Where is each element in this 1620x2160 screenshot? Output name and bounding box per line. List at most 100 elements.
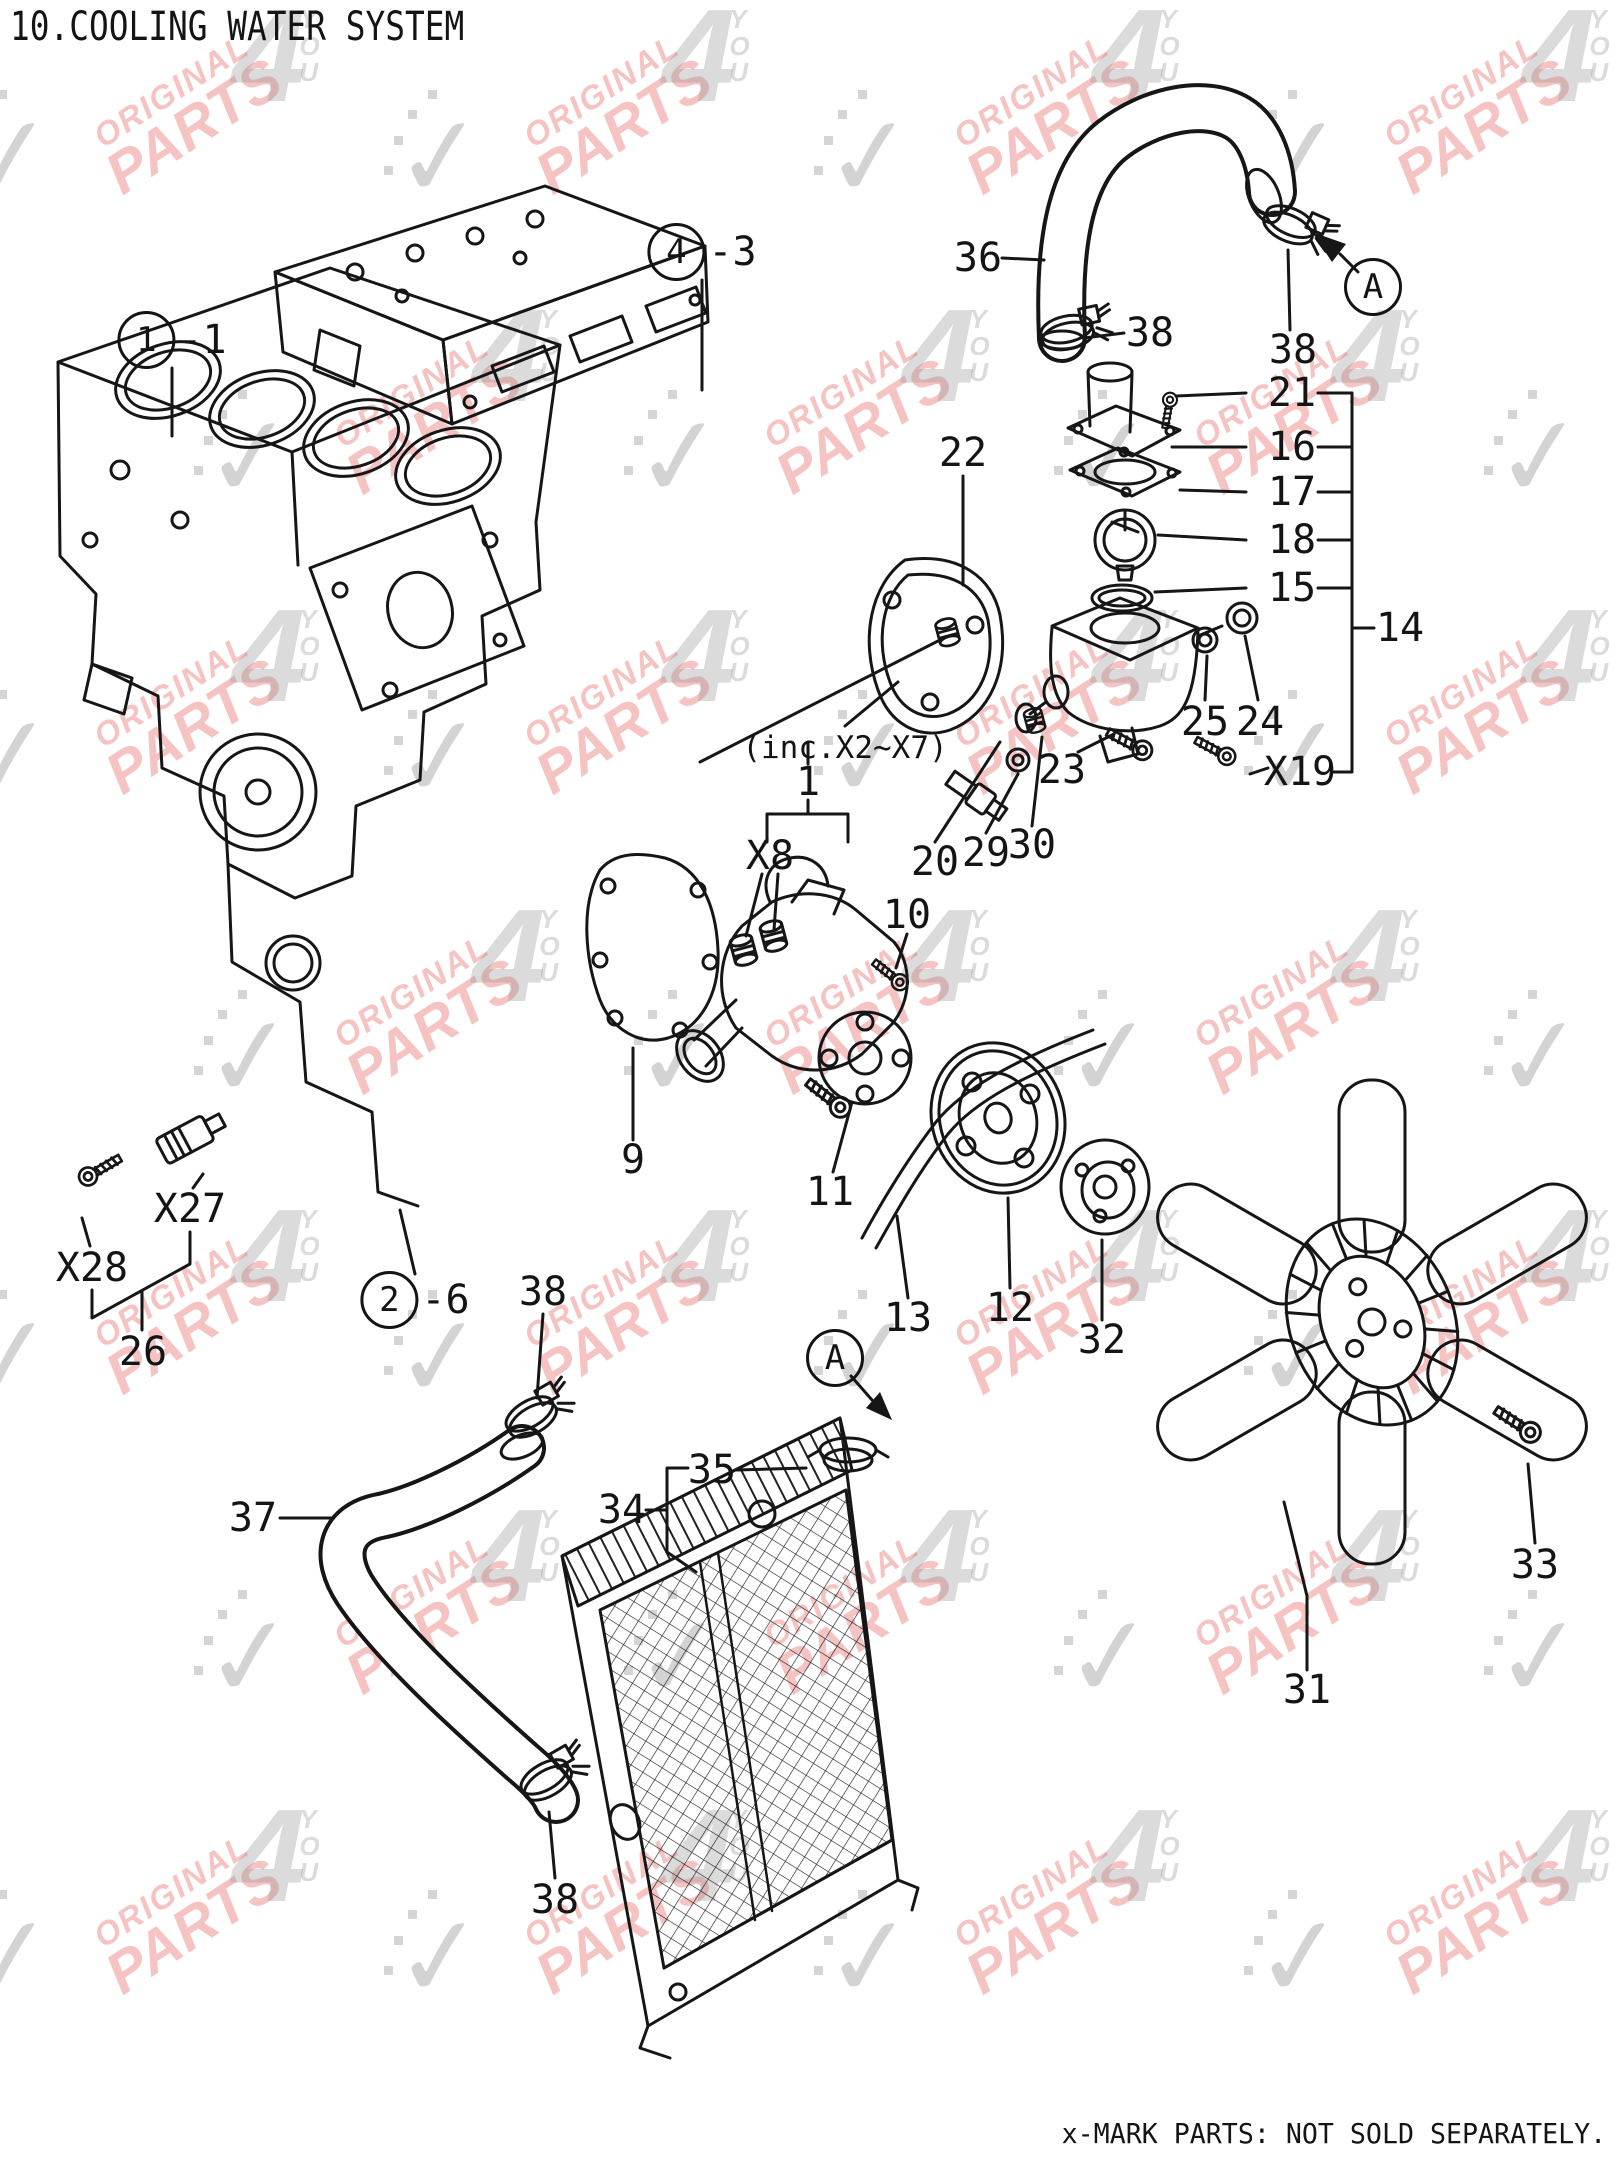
callout-number: 25 <box>1180 699 1230 745</box>
callout-inc-x2-x7: (inc.X2~X7) <box>742 730 947 766</box>
callout-number: 31 <box>1282 1667 1332 1713</box>
callout-29: 29 <box>962 830 1010 876</box>
callout-number: 23 <box>1037 747 1087 793</box>
callout-number: 22 <box>938 430 988 476</box>
callout-number: 9 <box>620 1137 646 1183</box>
callout-13: 13 <box>884 1295 932 1341</box>
callout-number: 38 <box>530 1877 580 1923</box>
callout-24: 24 <box>1236 699 1284 745</box>
callout-number: 33 <box>1510 1542 1560 1588</box>
detail-marker-a-top: A <box>1344 258 1402 316</box>
callout-number: 16 <box>1267 424 1317 470</box>
callout-number: X27 <box>153 1186 227 1232</box>
callout-37: 37 <box>229 1495 277 1541</box>
callout-number: (inc.X2~X7) <box>742 730 948 766</box>
callout-x19: X19 <box>1264 749 1336 795</box>
callout-12: 12 <box>986 1285 1034 1331</box>
callout-number: 24 <box>1235 699 1285 745</box>
callout-26: 26 <box>119 1329 167 1375</box>
leader-lines <box>80 248 1537 1880</box>
callout-38-hose-top: 38 <box>519 1269 567 1315</box>
callout-number: 10 <box>882 892 932 938</box>
callout-suffix: -6 <box>421 1277 470 1323</box>
callout-number: 17 <box>1267 469 1317 515</box>
callout-x8: X8 <box>746 833 794 879</box>
callout-number: 38 <box>518 1269 568 1315</box>
callout-suffix: -1 <box>178 317 227 363</box>
callout-35: 35 <box>688 1447 736 1493</box>
callout-number: 38 <box>1125 310 1175 356</box>
page-title: 10.COOLING WATER SYSTEM <box>10 4 465 50</box>
callout-number: 4 <box>647 223 706 281</box>
callout-1-group: 1 <box>796 759 820 805</box>
callout-17: 17 <box>1268 469 1316 515</box>
engine-block-drawing <box>56 266 562 1208</box>
callout-38-upper-right: 38 <box>1269 327 1317 373</box>
callout-21: 21 <box>1268 370 1316 416</box>
callout-33: 33 <box>1511 1542 1559 1588</box>
callout-38-hose-bottom: 38 <box>531 1877 579 1923</box>
callout-number: 37 <box>228 1495 278 1541</box>
callout-4-3: 4-3 <box>647 223 757 281</box>
callout-31: 31 <box>1283 1667 1331 1713</box>
callout-number: 18 <box>1267 517 1317 563</box>
callout-x28: X28 <box>56 1245 128 1291</box>
callout-number: 21 <box>1267 370 1317 416</box>
callout-14: 14 <box>1376 605 1424 651</box>
callout-number: 14 <box>1375 605 1425 651</box>
callout-number: X28 <box>55 1245 129 1291</box>
callout-number: 38 <box>1268 327 1318 373</box>
callout-34: 34 <box>598 1487 646 1533</box>
callout-x27: X27 <box>154 1186 226 1232</box>
callout-20: 20 <box>911 839 959 885</box>
callout-number: X19 <box>1263 749 1337 795</box>
callout-1-1: 1-1 <box>117 311 227 369</box>
callout-18: 18 <box>1268 517 1316 563</box>
thermostat-assembly-drawing <box>933 361 1259 822</box>
callout-30: 30 <box>1008 822 1056 868</box>
callout-32: 32 <box>1078 1317 1126 1363</box>
callout-number: 13 <box>883 1295 933 1341</box>
detail-marker-a-bottom: A <box>806 1329 864 1387</box>
callout-number: 12 <box>985 1285 1035 1331</box>
callout-number: 1 <box>117 311 176 369</box>
callout-22: 22 <box>939 430 987 476</box>
callout-9: 9 <box>621 1137 645 1183</box>
lower-hose-drawing <box>318 1374 596 1824</box>
callout-number: 34 <box>597 1487 647 1533</box>
callout-number: 36 <box>953 235 1003 281</box>
callout-number: 29 <box>961 830 1011 876</box>
footnote: x-MARK PARTS: NOT SOLD SEPARATELY. <box>1061 2117 1606 2150</box>
callout-number: 32 <box>1077 1317 1127 1363</box>
belt-pulley-drawing <box>860 1028 1151 1250</box>
upper-hose-drawing <box>1036 83 1342 363</box>
callout-16: 16 <box>1268 424 1316 470</box>
callout-number: 1 <box>795 759 821 805</box>
callout-15: 15 <box>1268 565 1316 611</box>
thermostat-cover-gasket-drawing <box>867 557 1005 735</box>
callout-number: A <box>806 1329 864 1387</box>
callout-2-6: 2-6 <box>360 1271 470 1329</box>
arrowheads <box>866 232 1346 1420</box>
callout-11: 11 <box>806 1169 854 1215</box>
callout-number: 11 <box>805 1169 855 1215</box>
callout-10: 10 <box>883 892 931 938</box>
callout-number: 15 <box>1267 565 1317 611</box>
radiator-drawing <box>560 1416 920 2060</box>
callout-36: 36 <box>954 235 1002 281</box>
callout-38-upper-left: 38 <box>1126 310 1174 356</box>
callout-suffix: -3 <box>708 229 757 275</box>
callout-number: A <box>1344 258 1402 316</box>
callout-number: 26 <box>118 1329 168 1375</box>
callout-number: 2 <box>360 1271 419 1329</box>
callout-25: 25 <box>1181 699 1229 745</box>
cylinder-head-drawing <box>273 184 710 426</box>
callout-number: X8 <box>745 833 795 879</box>
callout-number: 35 <box>687 1447 737 1493</box>
callout-number: 30 <box>1007 822 1057 868</box>
cooling-fan-drawing <box>1144 1078 1600 1566</box>
callout-number: 20 <box>910 839 960 885</box>
